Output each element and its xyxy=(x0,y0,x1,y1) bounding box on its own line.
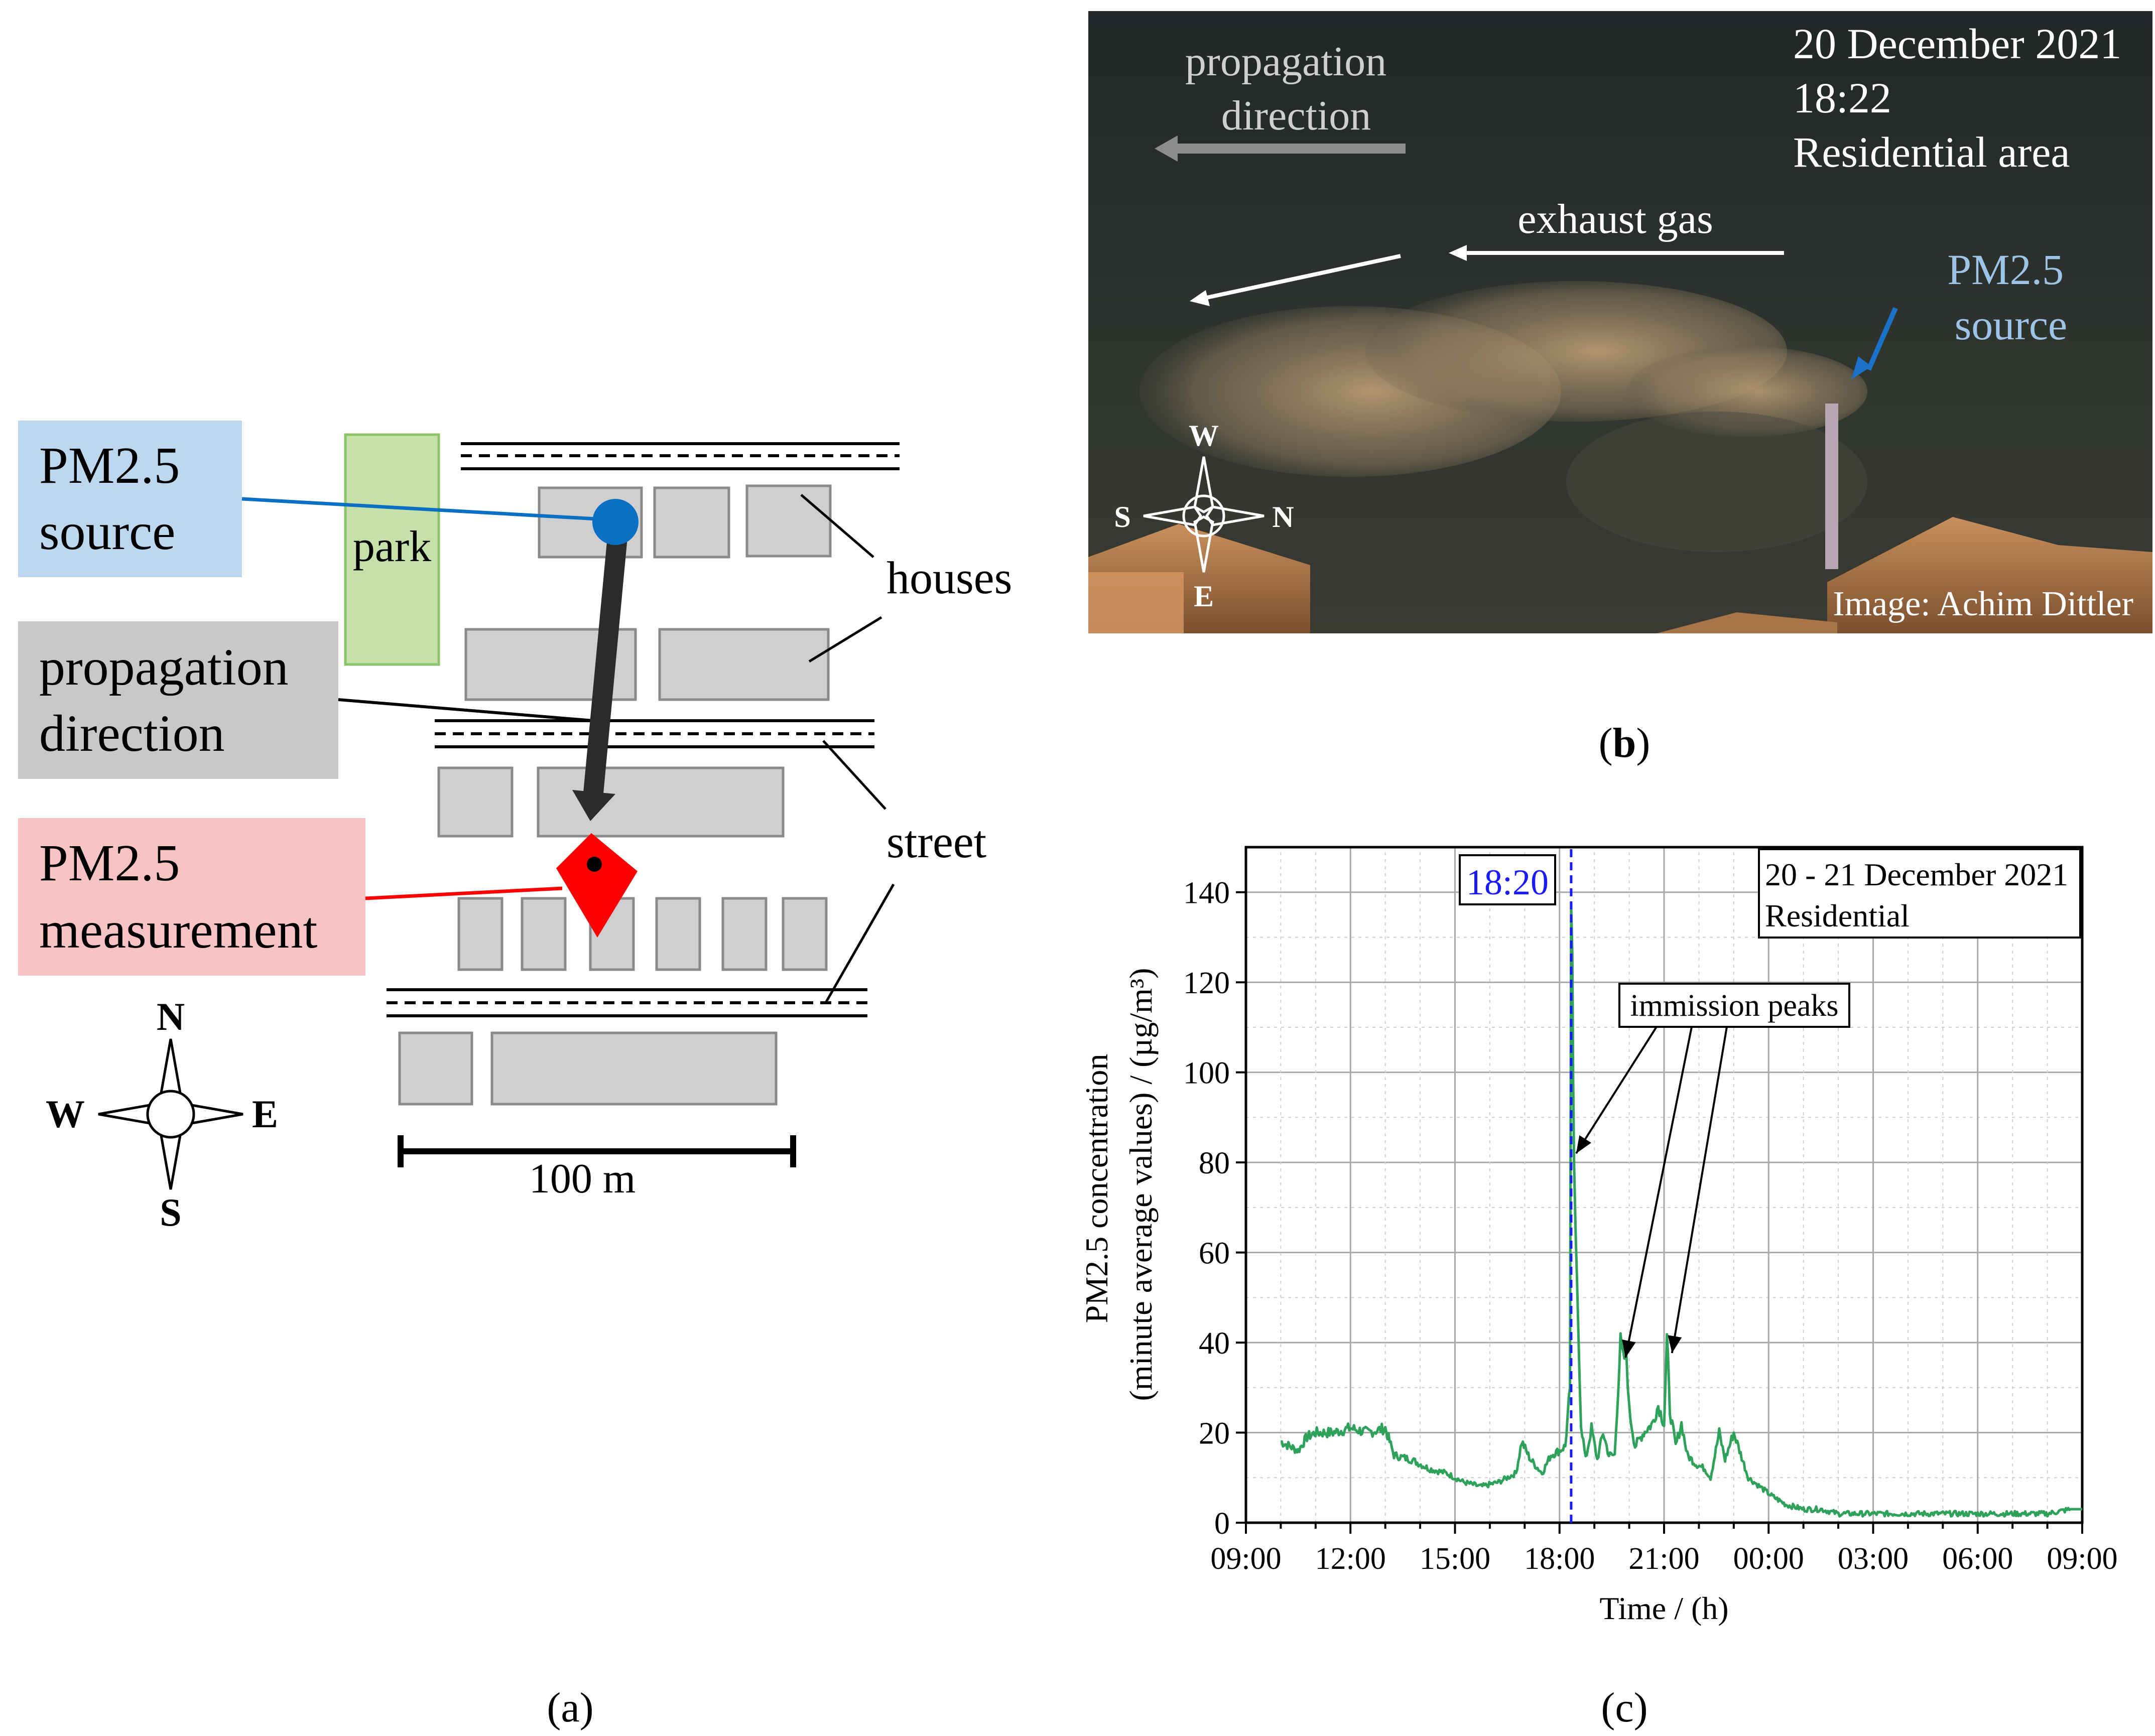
house xyxy=(490,1031,778,1106)
photo-compass-icon xyxy=(1143,456,1264,573)
house xyxy=(721,897,768,971)
chimney xyxy=(1825,404,1838,569)
y-tick-label: 80 xyxy=(1199,1146,1230,1180)
street-1 xyxy=(461,442,900,470)
legend-line-1: 20 - 21 December 2021 xyxy=(1765,857,2068,892)
photo-compass-e: E xyxy=(1194,580,1214,613)
photo-compass-n: N xyxy=(1272,500,1294,533)
house xyxy=(745,484,832,558)
x-tick-label: 09:00 xyxy=(1210,1542,1281,1576)
peak-arrows xyxy=(1575,1026,1728,1358)
y-tick-label: 40 xyxy=(1199,1326,1230,1361)
street-label: street xyxy=(886,816,987,867)
x-axis-label: Time / (h) xyxy=(1599,1590,1728,1626)
scale-bar xyxy=(398,1135,796,1167)
y-tick-label: 120 xyxy=(1183,966,1230,1000)
photo-date: 20 December 2021 xyxy=(1793,20,2121,68)
y-tick-label: 60 xyxy=(1199,1237,1230,1271)
compass-e-label: E xyxy=(252,1092,278,1136)
exhaust-label: exhaust gas xyxy=(1517,196,1713,242)
x-tick-label: 06:00 xyxy=(1942,1542,2013,1576)
legend-box: 20 - 21 December 2021 Residential xyxy=(1758,848,2081,939)
measurement-marker xyxy=(556,833,638,938)
measurement-label-box xyxy=(18,818,365,976)
compass-w-label: W xyxy=(46,1092,85,1136)
x-tick-label: 00:00 xyxy=(1733,1542,1804,1576)
photo-time: 18:22 xyxy=(1793,74,1891,122)
compass-s-label: S xyxy=(160,1190,181,1234)
y-axis-label: PM2.5 concentration (minute average valu… xyxy=(1079,968,1159,1401)
caption-a: (a) xyxy=(547,1684,593,1731)
house xyxy=(457,897,503,971)
street-2 xyxy=(435,719,874,748)
street-3 xyxy=(387,988,867,1017)
propagation-arrow xyxy=(572,536,627,821)
measurement-connector xyxy=(365,886,563,900)
photo-propagation-label: propagation direction xyxy=(1185,38,1397,139)
photo-credit: Image: Achim Dittler xyxy=(1833,585,2133,623)
peak-arrow xyxy=(1624,1026,1693,1358)
house xyxy=(655,897,701,971)
x-tick-label: 15:00 xyxy=(1420,1542,1490,1576)
propagation-label-box xyxy=(18,621,338,779)
marker-label-box: 18:20 xyxy=(1459,854,1556,905)
panel-b: 20 December 2021 18:22 Residential area … xyxy=(1088,11,2152,766)
x-tick-label: 12:00 xyxy=(1315,1542,1386,1576)
x-tick-label: 09:00 xyxy=(2047,1542,2117,1576)
source-label-box xyxy=(18,421,242,577)
photo-compass-w: W xyxy=(1189,419,1219,452)
house xyxy=(398,1031,473,1106)
house-right xyxy=(1827,517,2152,633)
x-tick-label: 18:00 xyxy=(1524,1542,1595,1576)
compass-icon xyxy=(98,1038,243,1190)
propagation-direction-arrow xyxy=(1155,136,1406,162)
peak-arrowhead xyxy=(1668,1335,1682,1354)
source-label: PM2.5 source xyxy=(39,437,193,561)
house xyxy=(437,766,514,838)
y-tick-label: 0 xyxy=(1214,1507,1230,1541)
legend-line-2: Residential xyxy=(1765,898,1910,933)
pm25-series-line xyxy=(1281,904,2082,1518)
peak-arrow xyxy=(1575,1026,1658,1154)
x-tick-label: 21:00 xyxy=(1628,1542,1699,1576)
panel-a: park xyxy=(18,421,1012,1731)
measurement-label: PM2.5 measurement xyxy=(39,834,318,959)
park-label: park xyxy=(353,522,431,571)
source-connector xyxy=(241,497,615,522)
photo-source-label: PM2.5 source xyxy=(1947,245,2074,349)
chart-ticks: 0 20 40 60 80 100 120 140 09:00 12:00 15:00 18:00 21… xyxy=(1183,876,2118,1576)
peak-arrowhead xyxy=(1622,1339,1636,1358)
scale-label: 100 m xyxy=(529,1155,636,1202)
house xyxy=(658,628,830,701)
propagation-label: propagation direction xyxy=(39,638,302,762)
caption-c: (c) xyxy=(1601,1684,1647,1731)
photo-area: Residential area xyxy=(1793,128,2070,176)
exhaust-plume xyxy=(1139,281,1867,552)
house xyxy=(521,897,567,971)
house xyxy=(537,766,785,838)
house xyxy=(782,897,828,971)
marker-label: 18:20 xyxy=(1466,862,1549,902)
propagation-connector xyxy=(338,698,594,722)
source-marker xyxy=(592,499,639,545)
peak-arrowhead xyxy=(1576,1135,1591,1154)
caption-b: (b) xyxy=(1599,720,1651,766)
annotation-box: immission peaks xyxy=(1618,983,1850,1028)
annotation-label: immission peaks xyxy=(1630,989,1838,1023)
x-tick-label: 03:00 xyxy=(1838,1542,1909,1576)
panel-c: 0 20 40 60 80 100 120 140 09:00 12:00 15:00 18:00 21… xyxy=(1079,846,2118,1731)
house xyxy=(653,486,730,559)
compass-n-label: N xyxy=(157,995,185,1038)
photo-compass-s: S xyxy=(1114,500,1130,533)
exhaust-arrow xyxy=(1199,251,1784,301)
park-area xyxy=(344,433,440,666)
peak-arrow xyxy=(1671,1026,1728,1354)
chart-grid xyxy=(1246,847,2082,1523)
source-pointer-arrow xyxy=(1851,307,1898,379)
y-tick-label: 100 xyxy=(1183,1056,1230,1091)
y-tick-label: 140 xyxy=(1183,876,1230,910)
y-tick-label: 20 xyxy=(1199,1417,1230,1451)
houses-label: houses xyxy=(886,552,1012,603)
